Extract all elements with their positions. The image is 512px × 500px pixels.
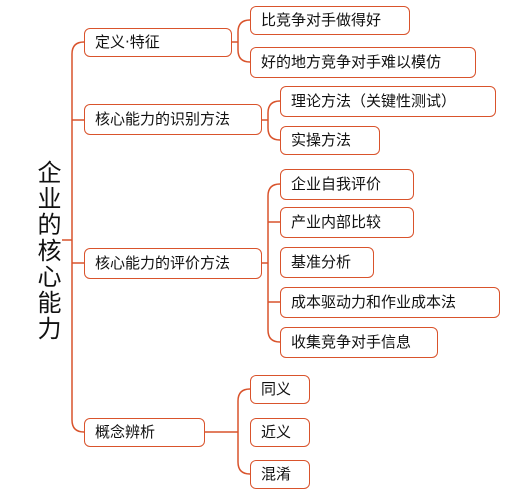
leaf-confusion: 混淆: [250, 460, 310, 489]
leaf-cost-drivers: 成本驱动力和作业成本法: [280, 287, 500, 318]
leaf-industry-comparison: 产业内部比较: [280, 207, 414, 238]
leaf-theory-method: 理论方法（关键性测试）: [280, 86, 496, 117]
leaf-synonym: 同义: [250, 375, 310, 404]
leaf-competitor-info: 收集竞争对手信息: [280, 327, 438, 358]
branch-definition: 定义·特征: [84, 28, 232, 57]
leaf-benchmark-analysis: 基准分析: [280, 247, 374, 278]
leaf-do-better: 比竞争对手做得好: [250, 6, 410, 35]
branch-identification-methods: 核心能力的识别方法: [84, 104, 262, 135]
leaf-practice-method: 实操方法: [280, 126, 380, 155]
leaf-near-synonym: 近义: [250, 418, 310, 447]
branch-evaluation-methods: 核心能力的评价方法: [84, 248, 262, 279]
branch-concept-analysis: 概念辨析: [84, 418, 205, 447]
root-topic: 企业的核心能力: [33, 160, 61, 342]
leaf-self-evaluation: 企业自我评价: [280, 169, 414, 200]
leaf-hard-to-imitate: 好的地方竞争对手难以模仿: [250, 47, 476, 78]
